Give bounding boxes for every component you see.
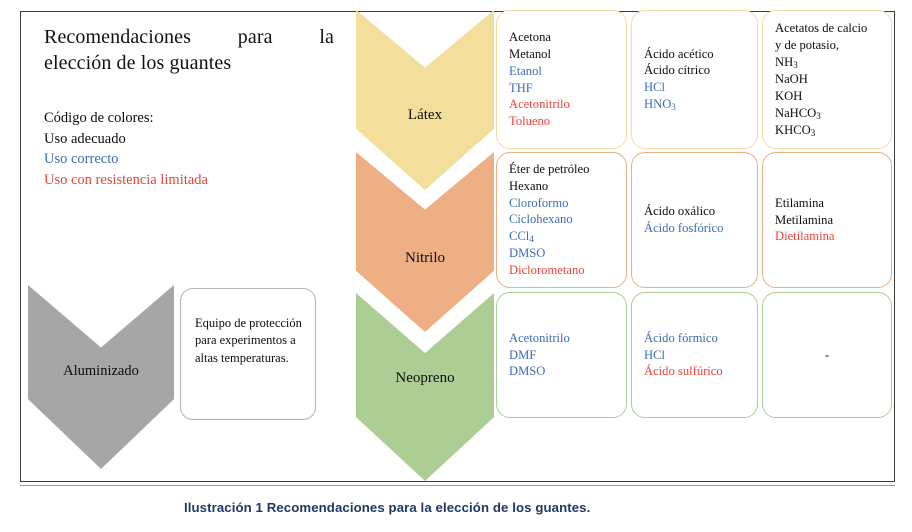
chemical-item: HCl bbox=[644, 347, 665, 362]
legend-item-correct: Uso correcto bbox=[44, 151, 119, 168]
chemical-item: Metilamina bbox=[775, 212, 834, 227]
chemical-item: DMSO bbox=[509, 246, 546, 261]
legend-item-limited: Uso con resistencia limitada bbox=[44, 171, 208, 188]
chemical-item: HNO3 bbox=[644, 97, 676, 113]
aluminizado-note-box: Equipo de protección para experimentos a… bbox=[180, 288, 316, 420]
chemical-item: Acetona bbox=[509, 29, 551, 44]
chemical-item: Ácido cítrico bbox=[644, 63, 711, 78]
caption-divider bbox=[20, 485, 895, 486]
chevron-label-latex: Látex bbox=[407, 107, 443, 123]
chemical-item: THF bbox=[509, 80, 533, 95]
chevron-label-aluminizado: Aluminizado bbox=[63, 363, 139, 379]
chemical-item: DMSO bbox=[509, 364, 546, 379]
chemical-item: Acetatos de calcio bbox=[775, 21, 868, 36]
chemical-item: Diclorometano bbox=[509, 263, 585, 278]
chemical-item: KHCO3 bbox=[775, 122, 816, 138]
page-title: Recomendaciones para la elección de los … bbox=[44, 24, 334, 77]
chemical-item: Ciclohexano bbox=[509, 212, 573, 227]
chemical-list: - bbox=[825, 347, 829, 364]
figure-caption: Ilustración 1 Recomendaciones para la el… bbox=[184, 500, 591, 515]
chemical-item: NaHCO3 bbox=[775, 105, 821, 121]
chemical-item: Metanol bbox=[509, 46, 551, 61]
chemical-item: Ácido oxálico bbox=[644, 204, 715, 219]
chemical-item: Tolueno bbox=[509, 114, 551, 129]
title-line-1: Recomendaciones para la bbox=[44, 26, 334, 48]
chemical-item: y de potasio, bbox=[775, 37, 840, 52]
chemical-cell-neopreno-3: - bbox=[762, 292, 892, 418]
chemical-item: Cloroformo bbox=[509, 195, 569, 210]
aluminizado-note-text: Equipo de protección para experimentos a… bbox=[195, 316, 302, 365]
chemical-item: KOH bbox=[775, 88, 803, 103]
chemical-item: Ácido fosfórico bbox=[644, 221, 724, 235]
title-line-2: elección de los guantes bbox=[44, 52, 232, 75]
chemical-item: Etanol bbox=[509, 63, 542, 78]
chemical-item: - bbox=[824, 347, 830, 362]
chemical-item: Éter de petróleo bbox=[509, 161, 590, 176]
chemical-item: Dietilamina bbox=[775, 229, 835, 244]
legend-item-adequate: Uso adecuado bbox=[44, 130, 126, 147]
chemical-item: Ácido sulfúrico bbox=[644, 364, 723, 379]
chemical-item: NaOH bbox=[775, 71, 808, 86]
legend-heading: Código de colores: bbox=[44, 110, 154, 126]
color-legend: Código de colores: Uso adecuado Uso corr… bbox=[44, 108, 334, 190]
chevron-label-nitrilo: Nitrilo bbox=[405, 250, 445, 266]
chemical-item: Ácido fórmico bbox=[644, 330, 718, 345]
chemical-item: Etilamina bbox=[775, 195, 824, 210]
chevron-label-neopreno: Neopreno bbox=[395, 370, 455, 386]
chemical-item: Hexano bbox=[509, 178, 549, 193]
chemical-item: CCl4 bbox=[509, 229, 534, 245]
chemical-item: Acetonitrilo bbox=[509, 330, 570, 345]
chemical-item: Acetonitrilo bbox=[509, 97, 570, 112]
chemical-item: HCl bbox=[644, 80, 665, 95]
chemical-item: DMF bbox=[509, 347, 537, 362]
chemical-item: NH3 bbox=[775, 54, 798, 70]
chemical-item: Ácido acético bbox=[644, 46, 714, 61]
